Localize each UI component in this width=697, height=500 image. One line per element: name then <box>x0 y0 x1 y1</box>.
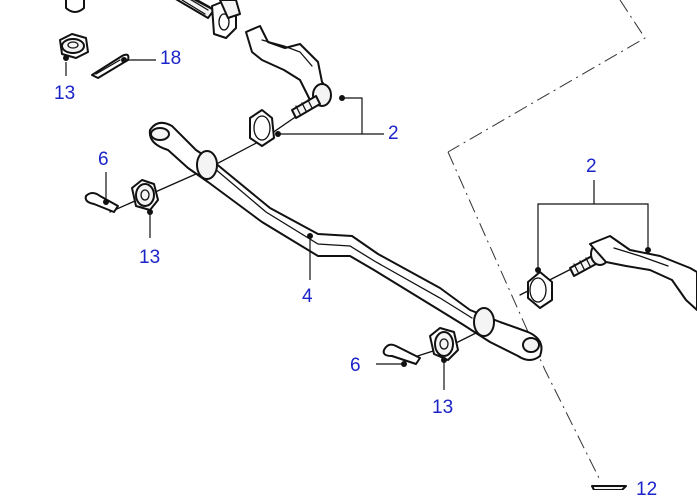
assembly-axis-left <box>109 99 321 213</box>
top-left-joint-fragment <box>65 0 241 39</box>
callout-6-left: 6 <box>98 149 109 170</box>
callout-13-top: 13 <box>54 83 76 104</box>
callout-dots <box>63 55 651 367</box>
split-pin-6-lower <box>382 343 421 365</box>
drag-link-4 <box>148 121 543 361</box>
tie-rod-end-upper <box>245 25 332 147</box>
callout-13-lower: 13 <box>432 397 454 418</box>
callout-4: 4 <box>302 286 313 307</box>
castle-nut-13-top <box>59 33 89 59</box>
callout-6-lower: 6 <box>350 355 361 376</box>
guide-line-diagonal <box>447 151 601 481</box>
offscreen-arrow <box>591 485 627 490</box>
callout-2-right: 2 <box>586 156 597 177</box>
callout-2-upper: 2 <box>388 123 399 144</box>
callout-leaders <box>65 59 649 390</box>
tie-rod-end-right <box>527 235 697 311</box>
guide-line-top-right <box>447 0 646 153</box>
split-pin-6-left <box>84 192 119 213</box>
callout-18: 18 <box>160 48 182 69</box>
castle-nut-13-lower <box>429 327 459 361</box>
castle-nut-13-left <box>131 179 159 211</box>
callout-13-left: 13 <box>139 247 161 268</box>
